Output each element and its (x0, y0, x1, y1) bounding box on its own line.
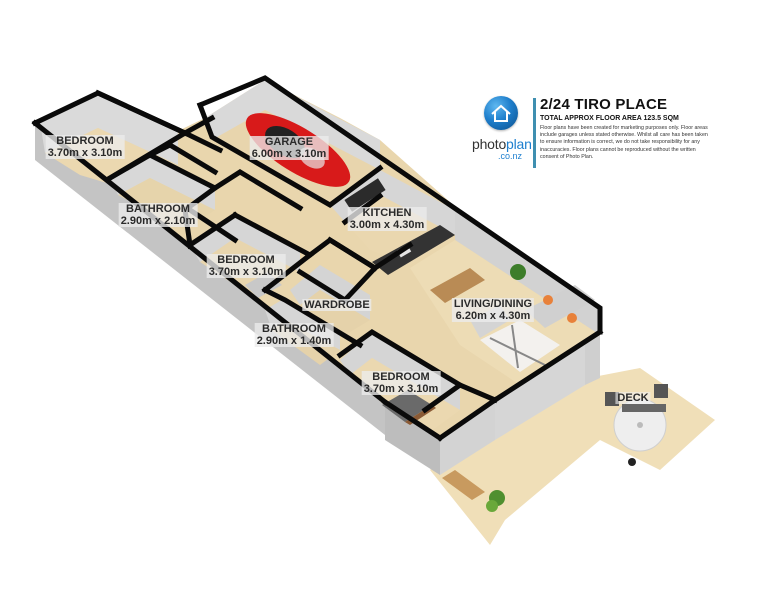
kitchen-walls (330, 170, 455, 235)
exterior-wall-left (35, 123, 385, 435)
room-label-wardrobe: WARDROBE (302, 299, 372, 311)
bed-3 (382, 390, 432, 422)
room-label-bedroom-3: BEDROOM 3.70m x 3.10m (361, 371, 441, 395)
room-label-bathroom-2: BATHROOM 2.90m x 1.40m (254, 323, 334, 347)
sofa (525, 285, 595, 328)
exterior-wall-bottom-2 (440, 400, 495, 475)
room-label-bedroom-1: BEDROOM 3.70m x 3.10m (45, 135, 125, 159)
disclaimer-text: Floor plans have been created for market… (540, 125, 708, 160)
floor-area: TOTAL APPROX FLOOR AREA 123.5 SQM (540, 115, 679, 122)
exterior-wall-bottom (385, 402, 440, 475)
room-label-bedroom-2: BEDROOM 3.70m x 3.10m (206, 254, 286, 278)
dining-table (430, 268, 485, 303)
plant-icon (486, 500, 498, 512)
house-icon (491, 104, 511, 122)
exterior-wall-right-living (495, 338, 585, 440)
logo-wordmark: photoplan (472, 136, 532, 152)
bathroom-1-walls (110, 155, 215, 210)
exterior-wall-front (585, 332, 600, 385)
deck-table-set (605, 384, 668, 466)
bench (442, 470, 485, 500)
room-label-bathroom-1: BATHROOM 2.90m x 2.10m (118, 203, 198, 227)
kitchen-bench (344, 178, 386, 212)
room-label-garage: GARAGE 6.00m x 3.10m (249, 136, 329, 160)
property-address: 2/24 TIRO PLACE (540, 96, 668, 113)
room-label-kitchen: KITCHEN 3.00m x 4.30m (347, 207, 427, 231)
garage-walls (205, 80, 380, 170)
room-label-deck: DECK (615, 392, 651, 404)
wall-outlines (31, 75, 604, 442)
accent-divider (533, 98, 536, 168)
plant-icon (510, 264, 526, 280)
rug (480, 320, 560, 372)
logo-domain: .co.nz (498, 151, 523, 161)
bedroom-1-walls (40, 95, 178, 165)
room-label-living-dining: LIVING/DINING 6.20m x 4.30m (451, 298, 535, 322)
kitchen-island (372, 225, 455, 275)
bed-2 (245, 272, 282, 298)
info-panel: photoplan .co.nz 2/24 TIRO PLACE TOTAL A… (472, 92, 710, 172)
logo-house-icon (484, 96, 518, 130)
